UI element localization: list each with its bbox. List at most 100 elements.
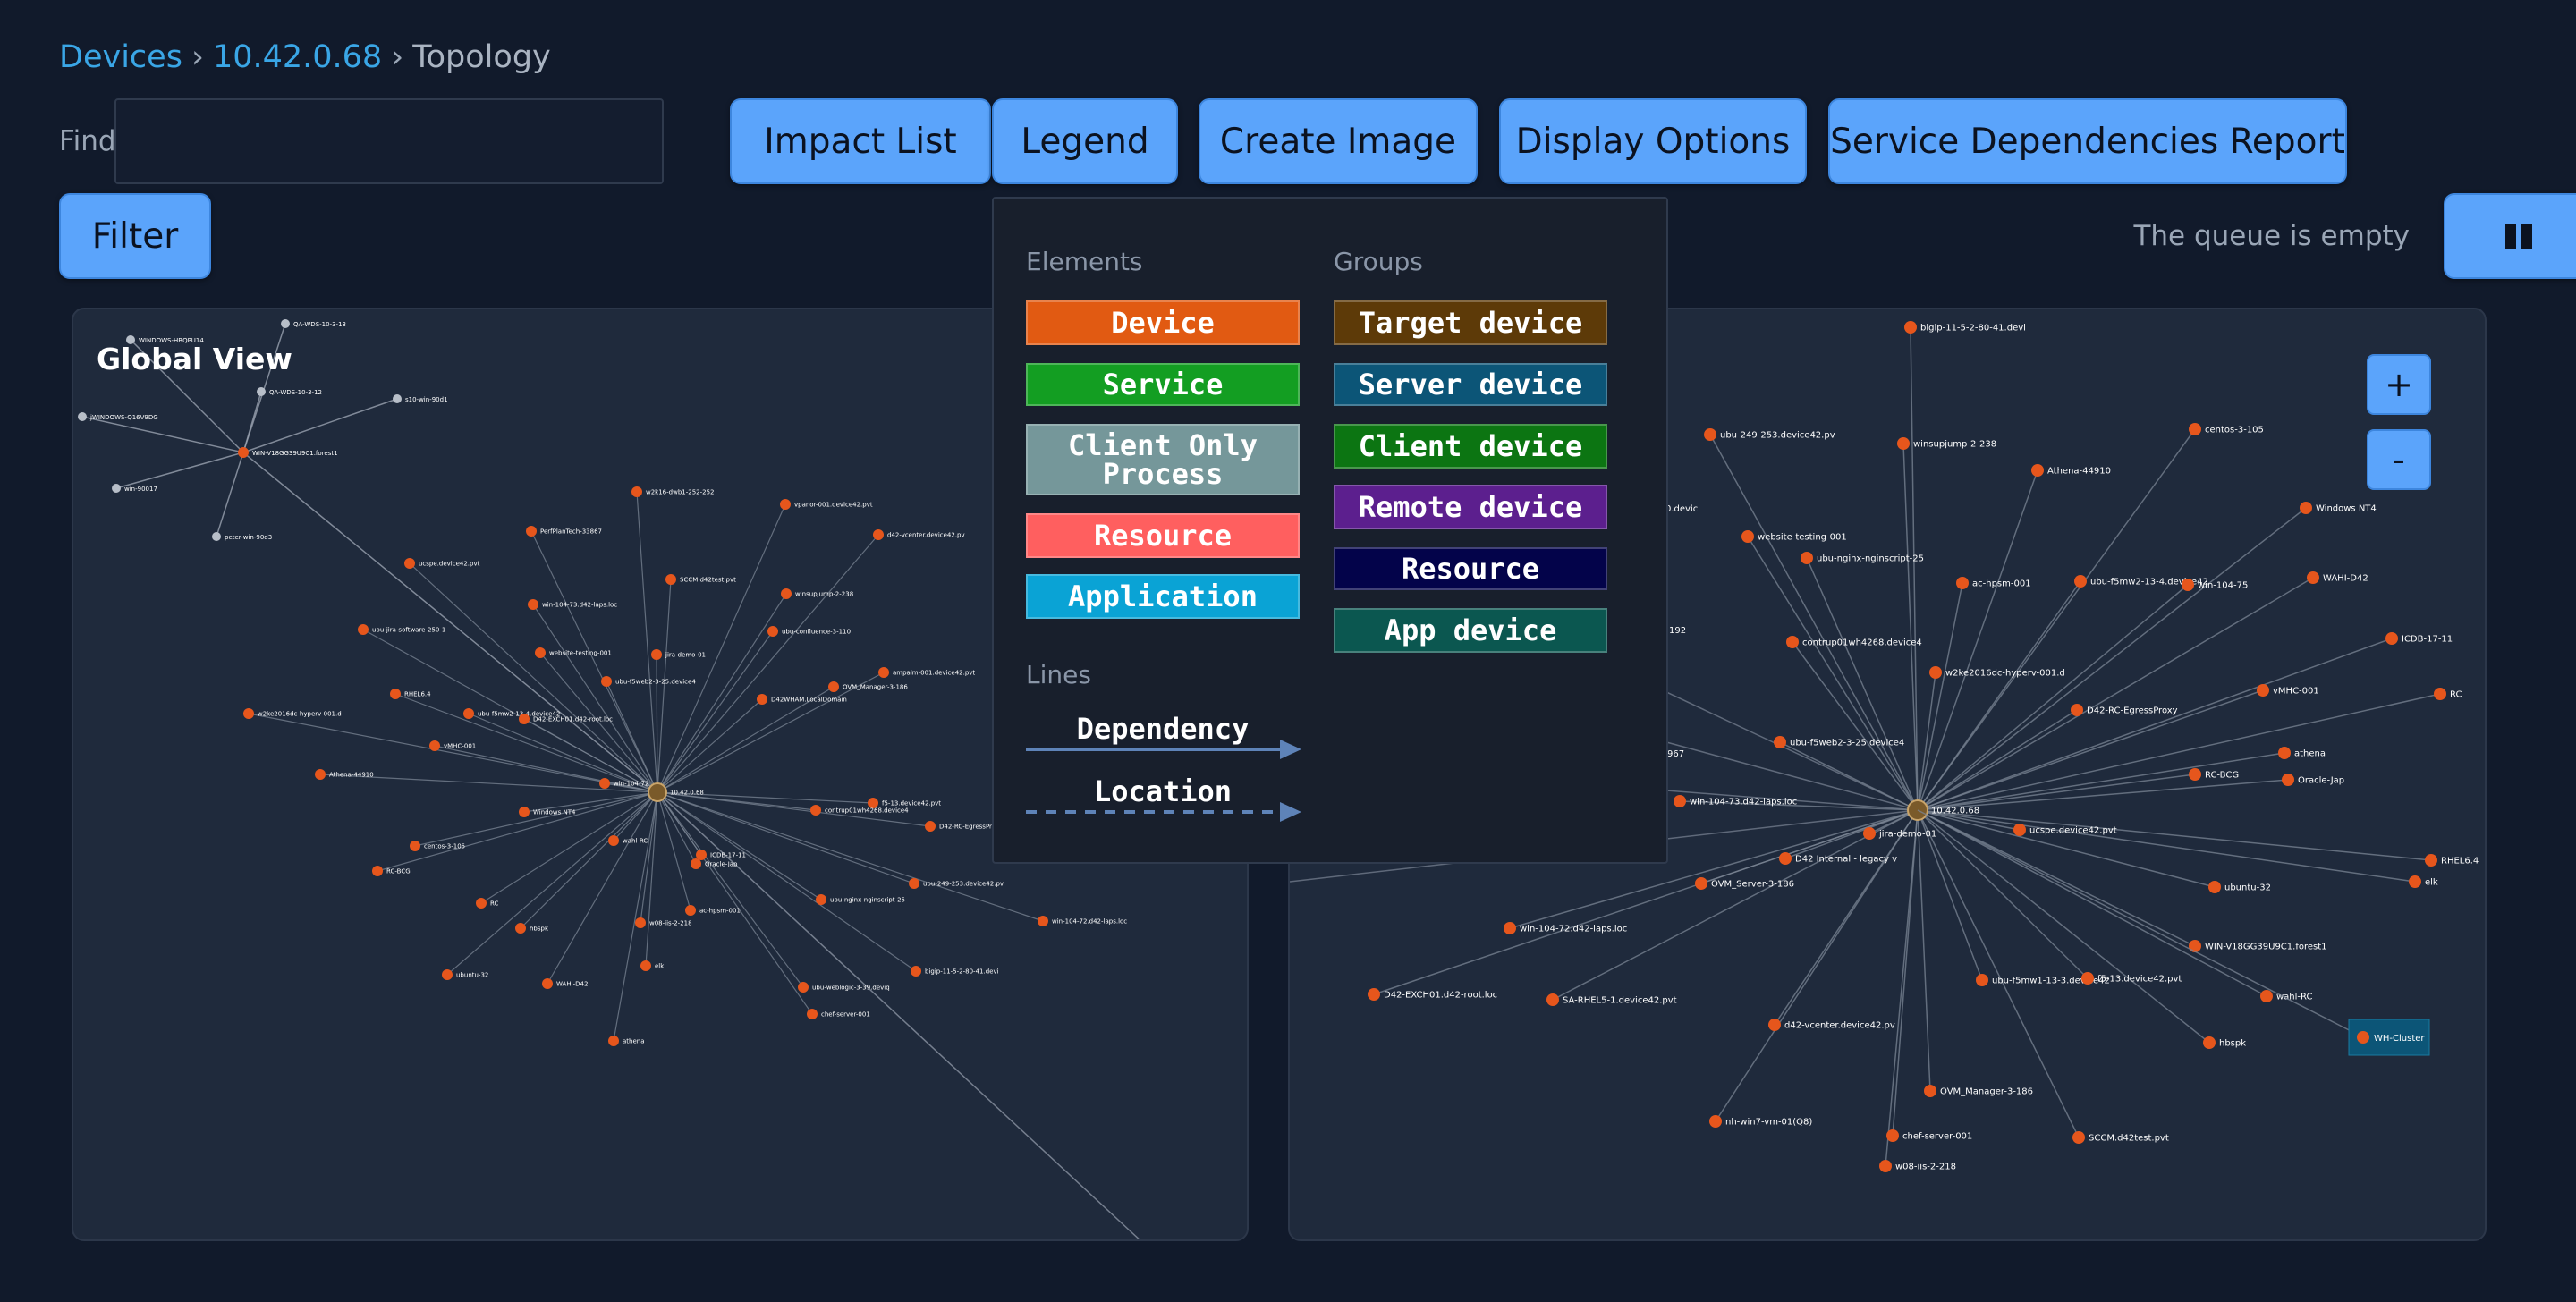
device-node[interactable] <box>1924 1085 1936 1097</box>
device-node[interactable] <box>1779 852 1792 865</box>
device-node[interactable] <box>807 1009 818 1019</box>
device-node[interactable] <box>878 667 889 678</box>
device-node[interactable] <box>2278 747 2291 759</box>
filter-button[interactable]: Filter <box>59 193 211 279</box>
device-node[interactable] <box>2357 1031 2369 1044</box>
device-node[interactable] <box>2071 704 2083 716</box>
legend-button[interactable]: Legend <box>992 98 1178 184</box>
device-node[interactable] <box>1956 577 1969 589</box>
device-node[interactable] <box>2203 1036 2216 1049</box>
device-node[interactable] <box>212 532 221 541</box>
device-node[interactable] <box>1879 1160 1892 1172</box>
breadcrumb-ip-link[interactable]: 10.42.0.68 <box>212 39 383 75</box>
device-node[interactable] <box>1709 1115 1722 1128</box>
device-node[interactable] <box>404 558 415 569</box>
device-node[interactable] <box>909 878 919 889</box>
device-node[interactable] <box>635 917 646 928</box>
device-node[interactable] <box>781 588 792 599</box>
center-device-node[interactable] <box>648 782 667 802</box>
device-node[interactable] <box>608 835 619 846</box>
device-node[interactable] <box>463 708 474 719</box>
device-node[interactable] <box>608 1036 619 1046</box>
device-node[interactable] <box>1904 321 1917 334</box>
device-node[interactable] <box>696 850 707 860</box>
device-node[interactable] <box>1863 827 1876 840</box>
device-node[interactable] <box>873 529 884 540</box>
device-node[interactable] <box>2013 824 2026 836</box>
device-node[interactable] <box>798 982 809 993</box>
device-node[interactable] <box>535 647 546 658</box>
find-input[interactable] <box>114 98 664 184</box>
device-node[interactable] <box>1741 530 1754 543</box>
breadcrumb-devices-link[interactable]: Devices <box>59 39 182 75</box>
device-node[interactable] <box>2282 774 2294 786</box>
device-node[interactable] <box>780 499 791 510</box>
device-node[interactable] <box>2257 684 2269 697</box>
device-node[interactable] <box>390 689 401 699</box>
device-node[interactable] <box>757 694 767 705</box>
device-node[interactable] <box>1546 993 1559 1006</box>
pause-button[interactable] <box>2444 193 2576 279</box>
device-node[interactable] <box>515 923 526 934</box>
device-node[interactable] <box>691 858 701 869</box>
device-node[interactable] <box>519 714 530 724</box>
impact-list-button[interactable]: Impact List <box>730 98 991 184</box>
device-node[interactable] <box>1786 636 1799 648</box>
device-node[interactable] <box>767 626 778 637</box>
device-node[interactable] <box>2189 768 2201 781</box>
device-node[interactable] <box>1886 1129 1899 1142</box>
device-node[interactable] <box>640 960 651 971</box>
device-node[interactable] <box>2409 875 2421 888</box>
device-node[interactable] <box>429 740 440 751</box>
device-node[interactable] <box>816 894 826 905</box>
device-node[interactable] <box>599 778 610 789</box>
device-node[interactable] <box>911 966 921 976</box>
device-node[interactable] <box>519 807 530 817</box>
device-node[interactable] <box>601 676 612 687</box>
device-node[interactable] <box>2182 579 2194 591</box>
device-node[interactable] <box>1976 974 1988 986</box>
device-node[interactable] <box>810 805 821 816</box>
device-node[interactable] <box>631 486 642 497</box>
device-node[interactable] <box>542 978 553 989</box>
device-node[interactable] <box>126 335 135 344</box>
device-node[interactable] <box>2208 881 2221 893</box>
device-node[interactable] <box>315 769 326 780</box>
device-node[interactable] <box>112 484 121 493</box>
device-node[interactable] <box>685 905 696 916</box>
device-node[interactable] <box>1695 877 1707 890</box>
device-node[interactable] <box>442 969 453 980</box>
device-node[interactable] <box>1801 552 1813 564</box>
device-node[interactable] <box>1897 437 1910 450</box>
device-node[interactable] <box>358 624 369 635</box>
device-node[interactable] <box>2031 464 2044 477</box>
service-dependencies-report-button[interactable]: Service Dependencies Report <box>1828 98 2347 184</box>
device-node[interactable] <box>925 821 936 832</box>
hub-device-node[interactable] <box>238 447 249 458</box>
device-node[interactable] <box>2189 423 2201 435</box>
device-node[interactable] <box>2072 1131 2085 1144</box>
device-node[interactable] <box>2081 972 2094 985</box>
device-node[interactable] <box>2307 571 2319 584</box>
device-node[interactable] <box>2300 502 2312 514</box>
device-node[interactable] <box>243 708 254 719</box>
display-options-button[interactable]: Display Options <box>1499 98 1807 184</box>
device-node[interactable] <box>665 574 676 585</box>
device-node[interactable] <box>1704 428 1716 441</box>
device-node[interactable] <box>410 841 420 851</box>
device-node[interactable] <box>78 412 87 421</box>
device-node[interactable] <box>651 649 662 660</box>
device-node[interactable] <box>1768 1019 1781 1031</box>
device-node[interactable] <box>2260 990 2273 1002</box>
device-node[interactable] <box>393 394 402 403</box>
device-node[interactable] <box>1774 736 1786 748</box>
device-node[interactable] <box>372 866 383 876</box>
device-node[interactable] <box>2074 575 2087 588</box>
global-topology-graph[interactable]: w2k16-dwb1-252-252vpanor-001.device42.pv… <box>73 309 1249 1241</box>
device-node[interactable] <box>1038 916 1048 926</box>
topology-graph[interactable]: bigip-11-5-2-80-41.deviubu-249-253.devic… <box>1290 309 2487 1241</box>
device-node[interactable] <box>476 898 487 909</box>
device-node[interactable] <box>281 319 290 328</box>
wh-cluster-group[interactable]: WH-Cluster <box>1917 809 2430 1056</box>
device-node[interactable] <box>2189 940 2201 952</box>
